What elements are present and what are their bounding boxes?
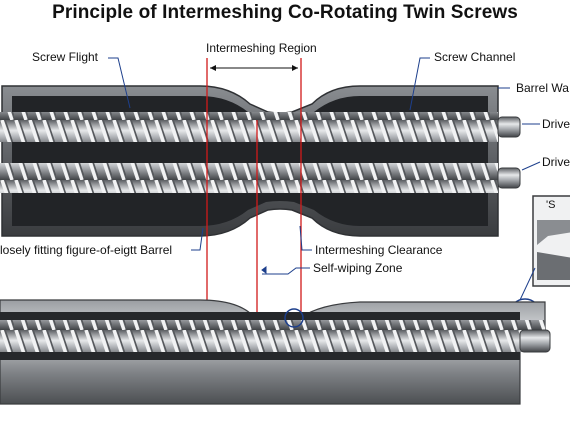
label-intermeshing-region: Intermeshing Region [206, 41, 317, 55]
leader-lines [108, 57, 541, 275]
label-intermeshing-clearance: Intermeshing Clearance [315, 243, 443, 257]
self-wiping-highlight [284, 308, 304, 328]
top-barrel [1, 85, 499, 237]
intermeshing-region-marker [206, 58, 302, 320]
bottom-screw [0, 320, 551, 353]
label-barrel-wall: Barrel Wa [516, 81, 569, 95]
lower-screw [0, 163, 521, 193]
diagram-title: Principle of Intermeshing Co-Rotating Tw… [52, 2, 518, 23]
upper-screw [0, 112, 521, 142]
label-drive-upper: Drive [542, 117, 570, 131]
label-self-wiping-zone: Self-wiping Zone [313, 261, 403, 275]
label-barrel-shape: losely fitting figure-of-eigtt Barrel [0, 243, 173, 257]
label-drive-lower: Drive [542, 155, 570, 169]
label-screw-flight: Screw Flight [32, 50, 99, 64]
label-inset-partial: 'S [546, 199, 556, 211]
label-screw-channel: Screw Channel [434, 50, 516, 64]
